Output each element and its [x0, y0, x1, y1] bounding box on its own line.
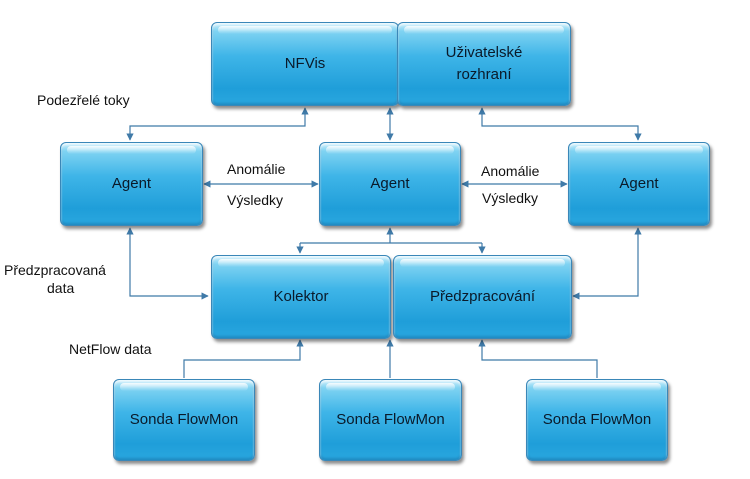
connector-nfvis-agent-left — [126, 107, 309, 141]
sonda-flowmon-node-3: Sonda FlowMon — [526, 379, 668, 461]
user-interface-node: Uživatelské rozhraní — [397, 22, 571, 106]
agent-right-label: Agent — [619, 175, 659, 192]
connector-sonda1-kolektor — [183, 339, 304, 378]
label-suspicious-flows: Podezřelé toky — [37, 92, 130, 108]
sonda-flowmon-label-1: Sonda FlowMon — [129, 411, 239, 428]
sonda-flowmon-node-1: Sonda FlowMon — [113, 379, 255, 461]
user-interface-node-label: Uživatelské rozhraní — [445, 44, 523, 83]
connector-agent-right-predzpracovani — [572, 227, 642, 300]
nfvis-node: NFVis — [211, 22, 399, 106]
agent-center-label: Agent — [370, 175, 410, 192]
kolektor-label: Kolektor — [273, 288, 329, 305]
sonda-flowmon-label-2: Sonda FlowMon — [336, 411, 445, 428]
sonda-flowmon-label-3: Sonda FlowMon — [542, 411, 652, 428]
predzpracovani-node: Předzpracování — [393, 255, 572, 339]
agent-center-node: Agent — [319, 142, 461, 226]
nfvis-node-label: NFVis — [284, 55, 326, 72]
label-results-right: Výsledky — [482, 190, 539, 206]
label-results-left: Výsledky — [227, 192, 284, 208]
label-anomalies-left: Anomálie — [227, 161, 286, 177]
agent-right-node: Agent — [568, 142, 710, 226]
label-netflow-data: NetFlow data — [69, 341, 152, 357]
label-preprocessed-line1: Předzpracovaná — [4, 262, 106, 278]
agent-left-label: Agent — [111, 175, 152, 192]
kolektor-node: Kolektor — [211, 255, 391, 339]
sonda-flowmon-node-2: Sonda FlowMon — [319, 379, 462, 461]
agent-left-node: Agent — [60, 142, 203, 226]
connector-ui-agent-right — [478, 107, 642, 141]
connector-sonda3-predzpracovani — [478, 339, 598, 378]
predzpracovani-label: Předzpracování — [429, 288, 536, 305]
label-anomalies-right: Anomálie — [481, 163, 540, 179]
label-preprocessed-line2: data — [47, 280, 75, 296]
connector-agent-left-kolektor — [126, 227, 209, 300]
